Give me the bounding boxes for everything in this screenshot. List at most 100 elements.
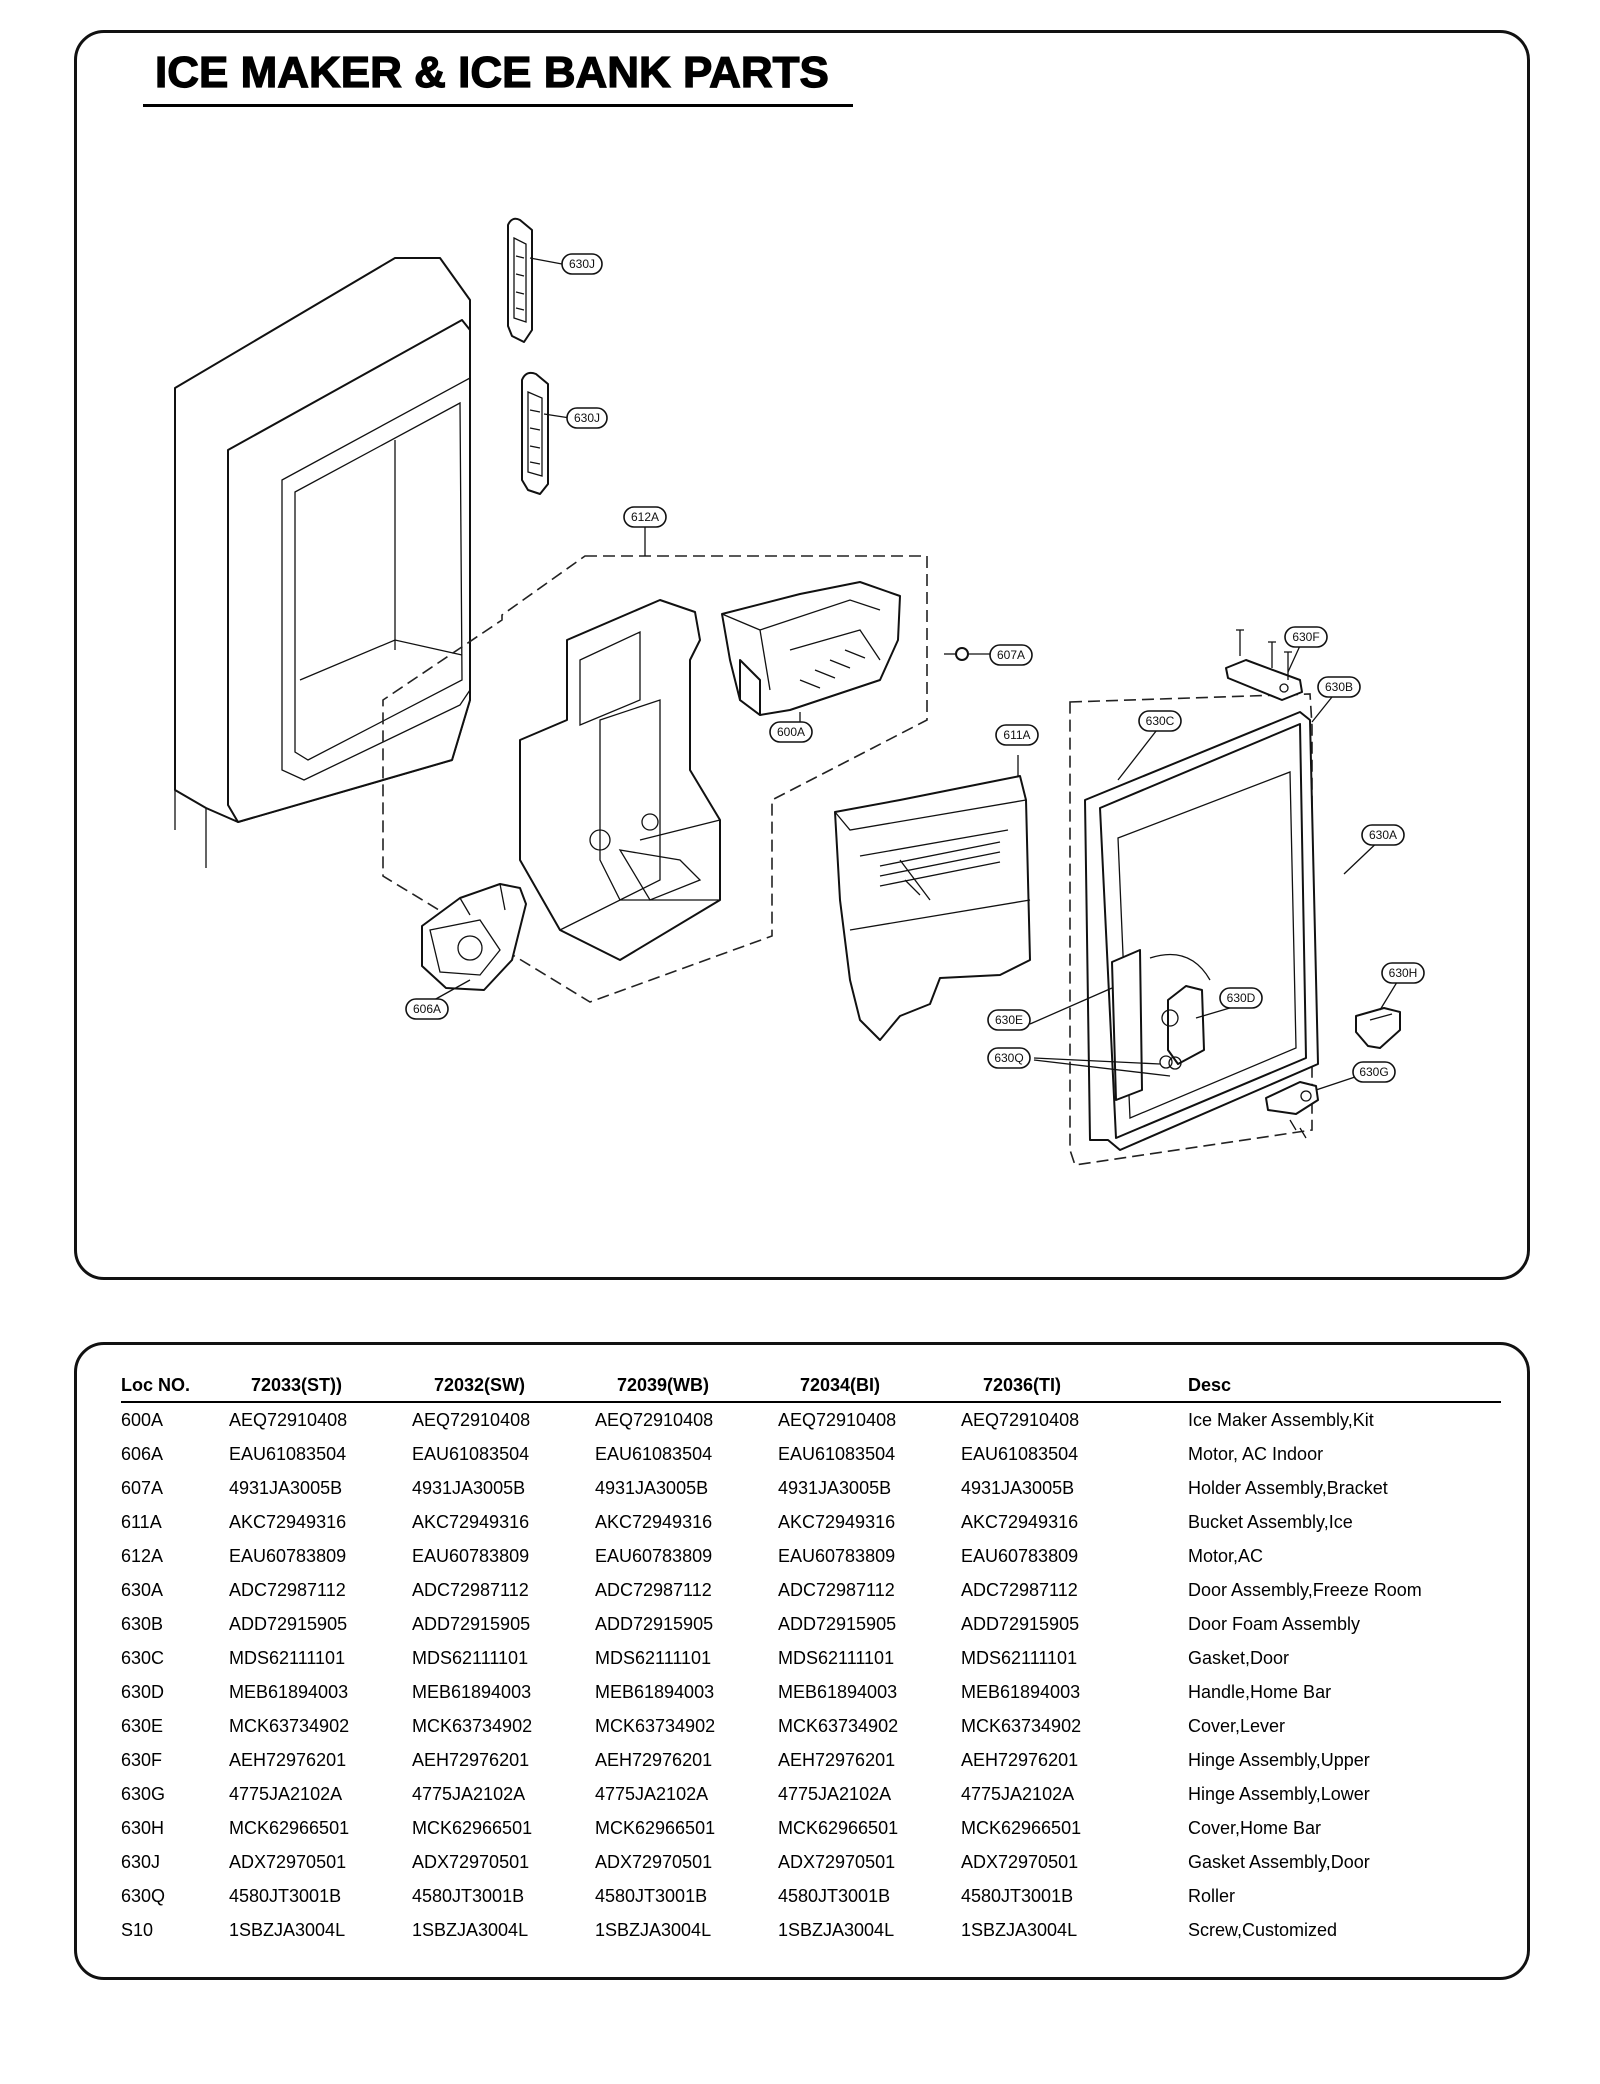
cell-72034-bi: 4580JT3001B [778, 1885, 891, 1906]
cell-loc-no: S10 [121, 1919, 154, 1940]
cell-72034-bi: MDS62111101 [778, 1647, 895, 1668]
cell-desc: Holder Assembly,Bracket [1188, 1477, 1388, 1498]
cell-72034-bi: EAU61083504 [778, 1443, 896, 1464]
cell-72036-ti: AKC72949316 [961, 1511, 1079, 1532]
cell-72033-st: AKC72949316 [229, 1511, 347, 1532]
cell-loc-no: 630F [121, 1749, 163, 1770]
gasket-630J-upper [507, 217, 533, 343]
page-title: ICE MAKER & ICE BANK PARTS [154, 48, 829, 97]
svg-text:607A: 607A [997, 648, 1025, 662]
cell-72039-wb: MEB61894003 [595, 1681, 715, 1702]
svg-text:630J: 630J [569, 257, 595, 271]
cell-72032-sw: MEB61894003 [412, 1681, 532, 1702]
callout-600A: 600A [769, 721, 813, 743]
svg-text:630E: 630E [995, 1013, 1023, 1027]
svg-text:630Q: 630Q [994, 1051, 1023, 1065]
exploded-parts-diagram: 630J 630J 612A 607A 600A 611A 606A 630F … [174, 217, 1425, 1166]
cell-loc-no: 630D [121, 1681, 165, 1702]
cell-72034-bi: AEH72976201 [778, 1749, 896, 1770]
cell-72033-st: ADC72987112 [229, 1579, 346, 1600]
cell-72036-ti: AEQ72910408 [961, 1409, 1080, 1430]
cell-72036-ti: EAU60783809 [961, 1545, 1079, 1566]
callout-630D: 630D [1219, 987, 1263, 1009]
cell-loc-no: 630Q [121, 1885, 166, 1906]
cell-72039-wb: 4580JT3001B [595, 1885, 708, 1906]
cell-72036-ti: MCK62966501 [961, 1817, 1082, 1838]
gasket-630J-lower [521, 371, 549, 495]
diagram-panel: ICE MAKER & ICE BANK PARTS [74, 30, 1530, 1280]
leader-lines [433, 257, 1403, 1091]
cell-72039-wb: 1SBZJA3004L [595, 1919, 712, 1940]
svg-text:630B: 630B [1325, 680, 1353, 694]
cell-desc: Cover,Lever [1188, 1715, 1286, 1736]
svg-text:606A: 606A [413, 1002, 441, 1016]
cell-72034-bi: 4931JA3005B [778, 1477, 892, 1498]
cell-72034-bi: MCK63734902 [778, 1715, 899, 1736]
door-630A [1084, 711, 1319, 1151]
header-72033-st: 72033(ST)) [229, 1369, 412, 1403]
cell-72039-wb: AEQ72910408 [595, 1409, 714, 1430]
cell-72033-st: AEQ72910408 [229, 1409, 348, 1430]
cell-72032-sw: ADC72987112 [412, 1579, 529, 1600]
cell-72034-bi: ADD72915905 [778, 1613, 897, 1634]
cell-loc-no: 630C [121, 1647, 165, 1668]
callout-630B: 630B [1317, 676, 1361, 698]
cell-72039-wb: 4775JA2102A [595, 1783, 709, 1804]
cell-loc-no: 630J [121, 1851, 161, 1872]
callout-607A: 607A [989, 644, 1033, 666]
cell-loc-no: 606A [121, 1443, 164, 1464]
cell-loc-no: 612A [121, 1545, 164, 1566]
cell-desc: Door Assembly,Freeze Room [1188, 1579, 1422, 1600]
cell-72039-wb: ADC72987112 [595, 1579, 712, 1600]
callout-630J-lower: 630J [566, 407, 608, 429]
cell-loc-no: 630B [121, 1613, 164, 1634]
hinge-lower-630G [1265, 1081, 1319, 1139]
cell-72032-sw: 4580JT3001B [412, 1885, 525, 1906]
cell-72032-sw: EAU61083504 [412, 1443, 530, 1464]
cell-72036-ti: 1SBZJA3004L [961, 1919, 1078, 1940]
cell-72036-ti: 4775JA2102A [961, 1783, 1075, 1804]
cell-72033-st: 1SBZJA3004L [229, 1919, 346, 1940]
title-underline [143, 104, 853, 107]
cell-desc: Ice Maker Assembly,Kit [1188, 1409, 1374, 1430]
callout-630J-upper: 630J [561, 253, 603, 275]
cell-72039-wb: 4931JA3005B [595, 1477, 709, 1498]
cell-desc: Gasket,Door [1188, 1647, 1290, 1668]
parts-table: Loc NO. 72033(ST)) 72032(SW) 72039(WB) 7… [121, 1369, 1501, 1947]
cell-72036-ti: ADD72915905 [961, 1613, 1080, 1634]
svg-text:630H: 630H [1389, 966, 1418, 980]
svg-text:630G: 630G [1359, 1065, 1388, 1079]
cover-home-bar-630H [1355, 1007, 1401, 1049]
header-72032-sw: 72032(SW) [412, 1369, 595, 1403]
cell-72039-wb: MDS62111101 [595, 1647, 712, 1668]
header-72036-ti: 72036(TI) [961, 1369, 1188, 1403]
cell-loc-no: 630H [121, 1817, 165, 1838]
header-desc: Desc [1188, 1369, 1501, 1403]
cell-72032-sw: MCK62966501 [412, 1817, 533, 1838]
cell-72032-sw: EAU60783809 [412, 1545, 530, 1566]
cell-72036-ti: 4931JA3005B [961, 1477, 1075, 1498]
cell-loc-no: 630G [121, 1783, 166, 1804]
cell-72033-st: ADD72915905 [229, 1613, 348, 1634]
cell-desc: Screw,Customized [1188, 1919, 1338, 1940]
cell-72034-bi: MCK62966501 [778, 1817, 899, 1838]
assembly-outline-612A [382, 555, 928, 1003]
callout-630H: 630H [1381, 962, 1425, 984]
hinge-upper-630F [1225, 629, 1303, 701]
cell-72032-sw: AKC72949316 [412, 1511, 530, 1532]
cell-loc-no: 611A [121, 1511, 162, 1532]
cell-72033-st: EAU60783809 [229, 1545, 347, 1566]
